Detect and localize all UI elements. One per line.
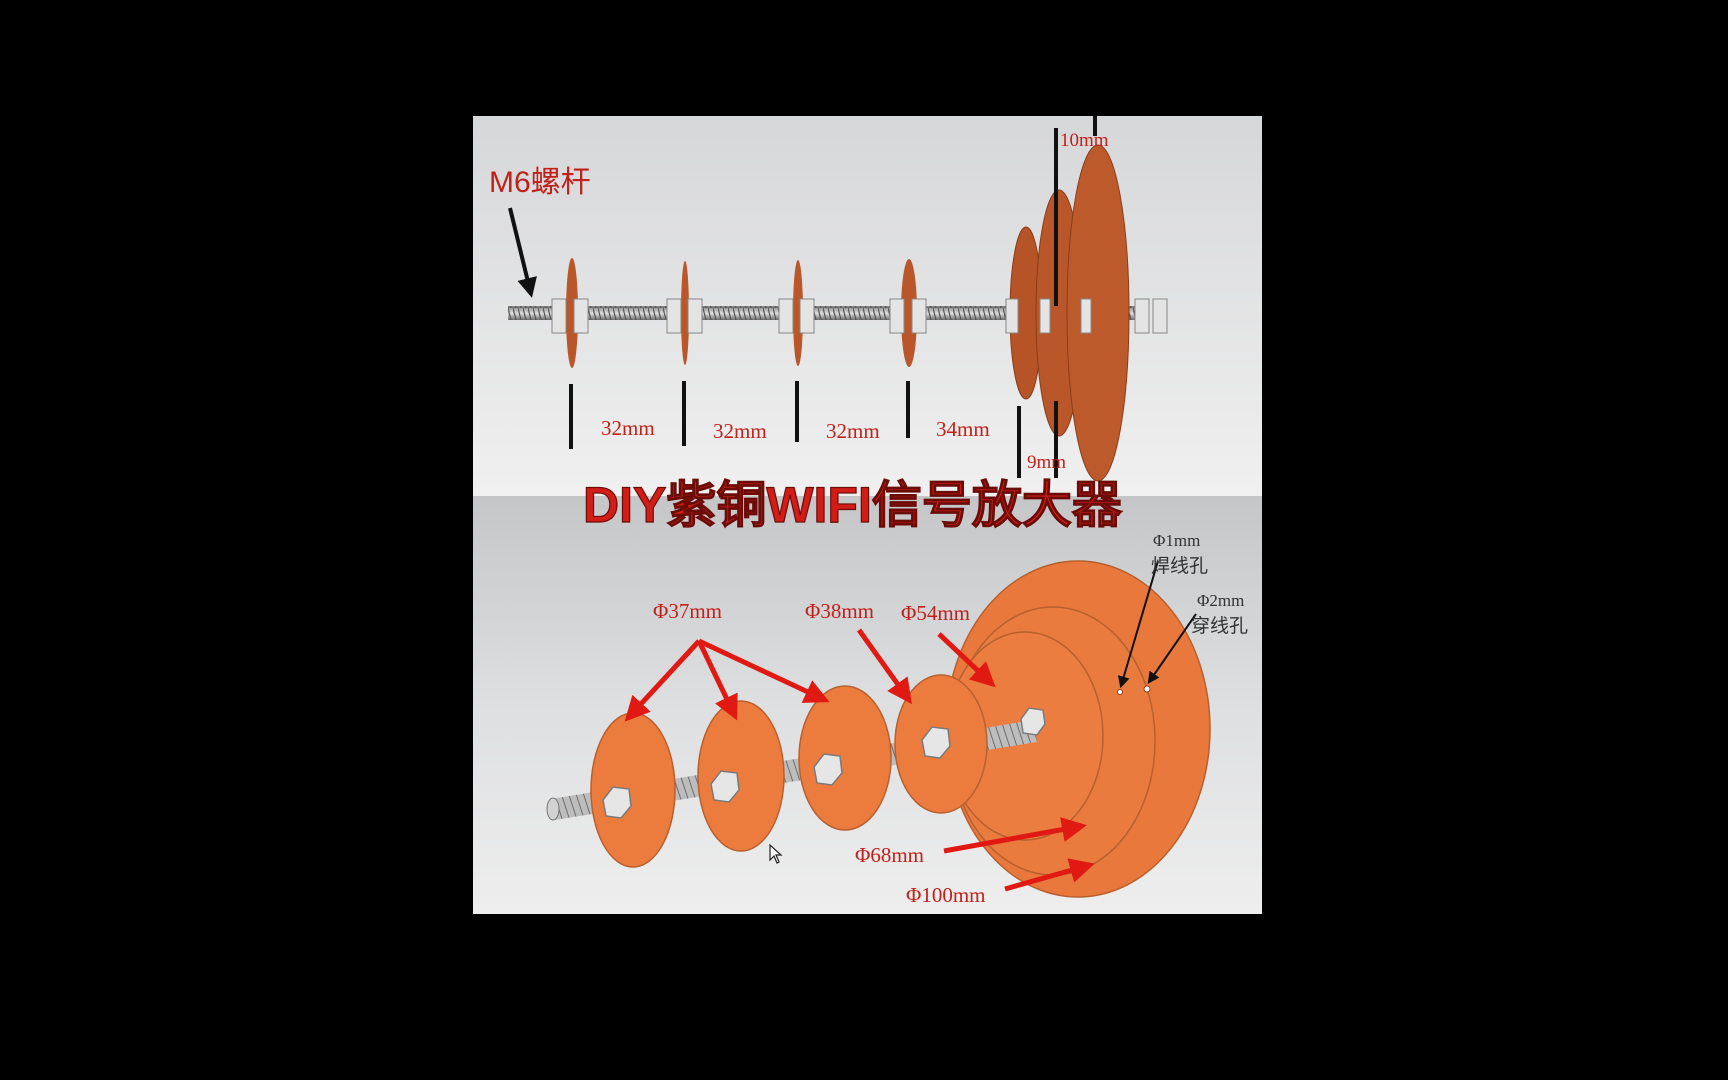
disc-37mm-1 (590, 712, 676, 868)
disc-37mm-2 (697, 700, 785, 852)
annotation-arrows (624, 628, 1095, 892)
mouse-cursor-icon (769, 843, 783, 869)
top-gap-label: 10mm (1060, 130, 1109, 151)
rod-label: M6螺杆 (489, 166, 591, 199)
hole2-size: Φ2mm (1197, 591, 1244, 610)
label-d54: Φ54mm (901, 601, 970, 625)
director-disc-2 (681, 261, 689, 365)
director-disc-1 (566, 258, 578, 368)
director-disc-4 (901, 259, 917, 367)
director-disc-3 (793, 260, 803, 366)
spacing-label-3: 32mm (826, 419, 880, 443)
top-nuts (551, 298, 1168, 334)
hole1-size: Φ1mm (1153, 531, 1200, 550)
page-title: DIY紫铜WIFI信号放大器 (583, 477, 1123, 533)
bottom-view: DIY紫铜WIFI信号放大器 Φ37mm Φ38mm Φ54mm Φ68mm Φ… (473, 476, 1262, 914)
label-d38: Φ38mm (805, 599, 874, 623)
hole1-name: 焊线孔 (1151, 555, 1208, 577)
spacing-label-1: 32mm (601, 416, 655, 440)
m6-threaded-rod (508, 306, 1138, 320)
hole-2mm (1143, 685, 1151, 693)
antenna-diagram-panel: M6螺杆 32mm 32mm 32mm 34mm 9mm 10mm (473, 116, 1262, 914)
dimension-bars (569, 116, 1097, 478)
hole-1mm (1117, 689, 1123, 695)
bottom-nuts (602, 707, 1046, 819)
disc-38mm (798, 685, 892, 831)
spacing-label-2: 32mm (713, 419, 767, 443)
rod-arrow (508, 207, 537, 298)
label-d100: Φ100mm (906, 883, 986, 907)
small-gap-label: 9mm (1027, 452, 1066, 473)
reflector-disc-100 (1066, 144, 1130, 482)
hole-arrows (1117, 560, 1197, 689)
top-view: M6螺杆 32mm 32mm 32mm 34mm 9mm 10mm (473, 116, 1262, 496)
hole2-name: 穿线孔 (1191, 615, 1248, 637)
label-d68: Φ68mm (855, 843, 924, 867)
label-d37: Φ37mm (653, 599, 722, 623)
spacing-label-4: 34mm (936, 417, 990, 441)
